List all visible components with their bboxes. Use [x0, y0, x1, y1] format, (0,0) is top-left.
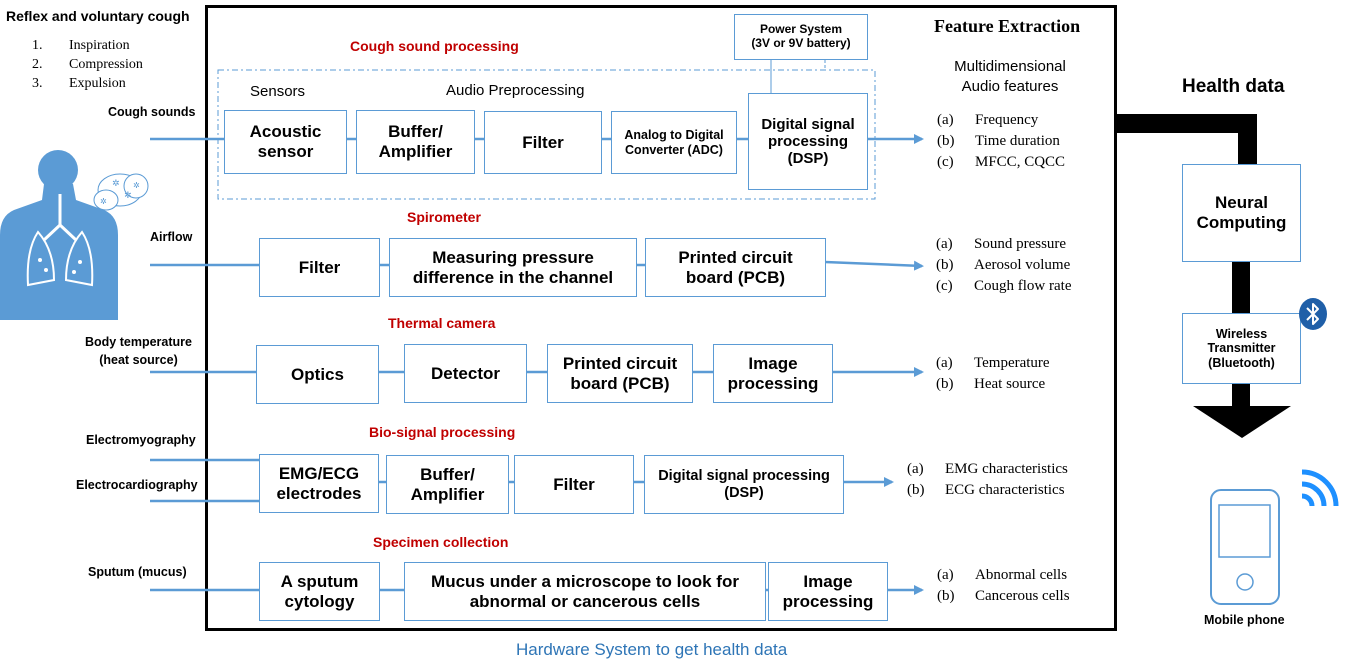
feature-text: Time duration — [975, 133, 1060, 149]
input-cough-sounds: Cough sounds — [108, 105, 196, 119]
feature-extraction-title: Feature Extraction — [934, 16, 1081, 36]
feature-letter: (a) — [936, 236, 953, 252]
cough-types-title: Reflex and voluntary cough — [6, 8, 190, 24]
feature-letter: (b) — [907, 482, 925, 498]
feature-text: ECG characteristics — [945, 482, 1065, 498]
measuring-pressure-box: Measuring pressure difference in the cha… — [389, 238, 637, 297]
cough-phases-list: 1. Inspiration 2. Compression 3. Expulsion — [32, 36, 143, 93]
sensors-label: Sensors — [250, 83, 306, 100]
cough-section-title: Cough sound processing — [350, 38, 519, 54]
mobile-phone-label: Mobile phone — [1204, 613, 1285, 627]
neural-computing-box: Neural Computing — [1182, 164, 1301, 262]
feature-text: Sound pressure — [974, 236, 1067, 252]
feature-letter: (c) — [936, 278, 953, 294]
feature-text: Frequency — [975, 112, 1039, 128]
feature-text: Temperature — [974, 355, 1050, 371]
phase-number: 3. — [32, 76, 43, 91]
wifi-icon — [1301, 469, 1339, 507]
feature-letter: (b) — [937, 588, 955, 604]
phase-text: Compression — [69, 57, 143, 72]
input-airflow: Airflow — [150, 230, 193, 244]
feature-letter: (a) — [937, 567, 954, 583]
body-temperature-line: Body temperature — [85, 335, 192, 349]
biosignal-features-list: (a) EMG characteristics (b) ECG characteri… — [907, 459, 1068, 501]
optics-box: Optics — [256, 345, 379, 404]
hardware-caption: Hardware System to get health data — [516, 640, 788, 659]
audio-features-list: (a) Frequency (b) Time duration (c) MFCC, C… — [937, 110, 1065, 173]
feature-text: Heat source — [974, 376, 1046, 392]
cough-filter-box: Filter — [484, 111, 602, 174]
emg-ecg-electrodes-box: EMG/ECG electrodes — [259, 454, 379, 513]
thermal-section-title: Thermal camera — [388, 315, 496, 331]
feature-text: MFCC, CQCC — [975, 154, 1066, 170]
audio-features-heading-line2: Audio features — [961, 78, 1059, 95]
feature-text: Abnormal cells — [975, 567, 1068, 583]
audio-features-heading: Multidimensional Audio features — [932, 57, 1088, 97]
feature-text: Cough flow rate — [974, 278, 1072, 294]
spirometer-section-title: Spirometer — [407, 209, 481, 225]
feature-letter: (a) — [907, 461, 924, 477]
cough-buffer-amplifier-box: Buffer/ Amplifier — [356, 110, 475, 174]
adc-box: Analog to Digital Converter (ADC) — [611, 111, 737, 174]
biosignal-dsp-box: Digital signal processing (DSP) — [644, 455, 844, 514]
feature-letter: (b) — [936, 257, 954, 273]
feature-letter: (b) — [936, 376, 954, 392]
microscope-box: Mucus under a microscope to look for abn… — [404, 562, 766, 621]
biosignal-filter-box: Filter — [514, 455, 634, 514]
acoustic-sensor-box: Acoustic sensor — [224, 110, 347, 174]
feature-letter: (a) — [936, 355, 953, 371]
specimen-section-title: Specimen collection — [373, 534, 509, 550]
svg-text:✲: ✲ — [124, 191, 132, 201]
svg-text:✲: ✲ — [133, 181, 140, 190]
wireless-transmitter-box: Wireless Transmitter (Bluetooth) — [1182, 313, 1301, 384]
power-system-line2: (3V or 9V battery) — [751, 36, 851, 50]
thermal-image-processing-box: Image processing — [713, 344, 833, 403]
feature-text: Aerosol volume — [974, 257, 1071, 273]
feature-text: EMG characteristics — [945, 461, 1068, 477]
human-body-icon: ✲ ✲ ✲ ✲ — [0, 150, 149, 320]
phase-text: Expulsion — [69, 76, 126, 91]
hardware-system-frame — [205, 5, 1117, 631]
mobile-phone-icon — [1210, 489, 1280, 605]
feature-letter: (c) — [937, 154, 954, 170]
biosignal-buffer-amplifier-box: Buffer/ Amplifier — [386, 455, 509, 514]
input-electrocardiography: Electrocardiography — [76, 478, 198, 492]
feature-letter: (b) — [937, 133, 955, 149]
cough-dsp-box: Digital signal processing (DSP) — [748, 93, 868, 190]
spirometer-features-list: (a) Sound pressure (b) Aerosol volume (c) C… — [936, 234, 1071, 297]
phase-number: 2. — [32, 57, 43, 72]
spirometer-pcb-box: Printed circuit board (PCB) — [645, 238, 826, 297]
svg-text:✲: ✲ — [100, 197, 107, 206]
audio-preprocessing-label: Audio Preprocessing — [446, 82, 585, 99]
specimen-features-list: (a) Abnormal cells (b) Cancerous cells — [937, 565, 1070, 607]
thermal-features-list: (a) Temperature (b) Heat source — [936, 353, 1050, 395]
input-body-temperature: Body temperature (heat source) — [85, 333, 192, 369]
specimen-image-processing-box: Image processing — [768, 562, 888, 621]
biosignal-section-title: Bio-signal processing — [369, 424, 516, 440]
audio-preprocessing-region — [217, 69, 876, 200]
bluetooth-icon — [1299, 298, 1327, 330]
power-system-box: Power System (3V or 9V battery) — [734, 14, 868, 60]
feature-text: Cancerous cells — [975, 588, 1070, 604]
detector-box: Detector — [404, 344, 527, 403]
heat-source-line: (heat source) — [99, 353, 178, 367]
power-system-line1: Power System — [759, 22, 843, 37]
audio-features-heading-line1: Multidimensional — [954, 58, 1066, 75]
thermal-pcb-box: Printed circuit board (PCB) — [547, 344, 693, 403]
input-sputum: Sputum (mucus) — [88, 565, 187, 579]
svg-text:✲: ✲ — [112, 179, 120, 189]
phase-number: 1. — [32, 38, 43, 53]
spirometer-filter-box: Filter — [259, 238, 380, 297]
health-data-title: Health data — [1182, 76, 1285, 97]
phase-text: Inspiration — [69, 38, 130, 53]
feature-letter: (a) — [937, 112, 954, 128]
sputum-cytology-box: A sputum cytology — [259, 562, 380, 621]
input-electromyography: Electromyography — [86, 433, 196, 447]
